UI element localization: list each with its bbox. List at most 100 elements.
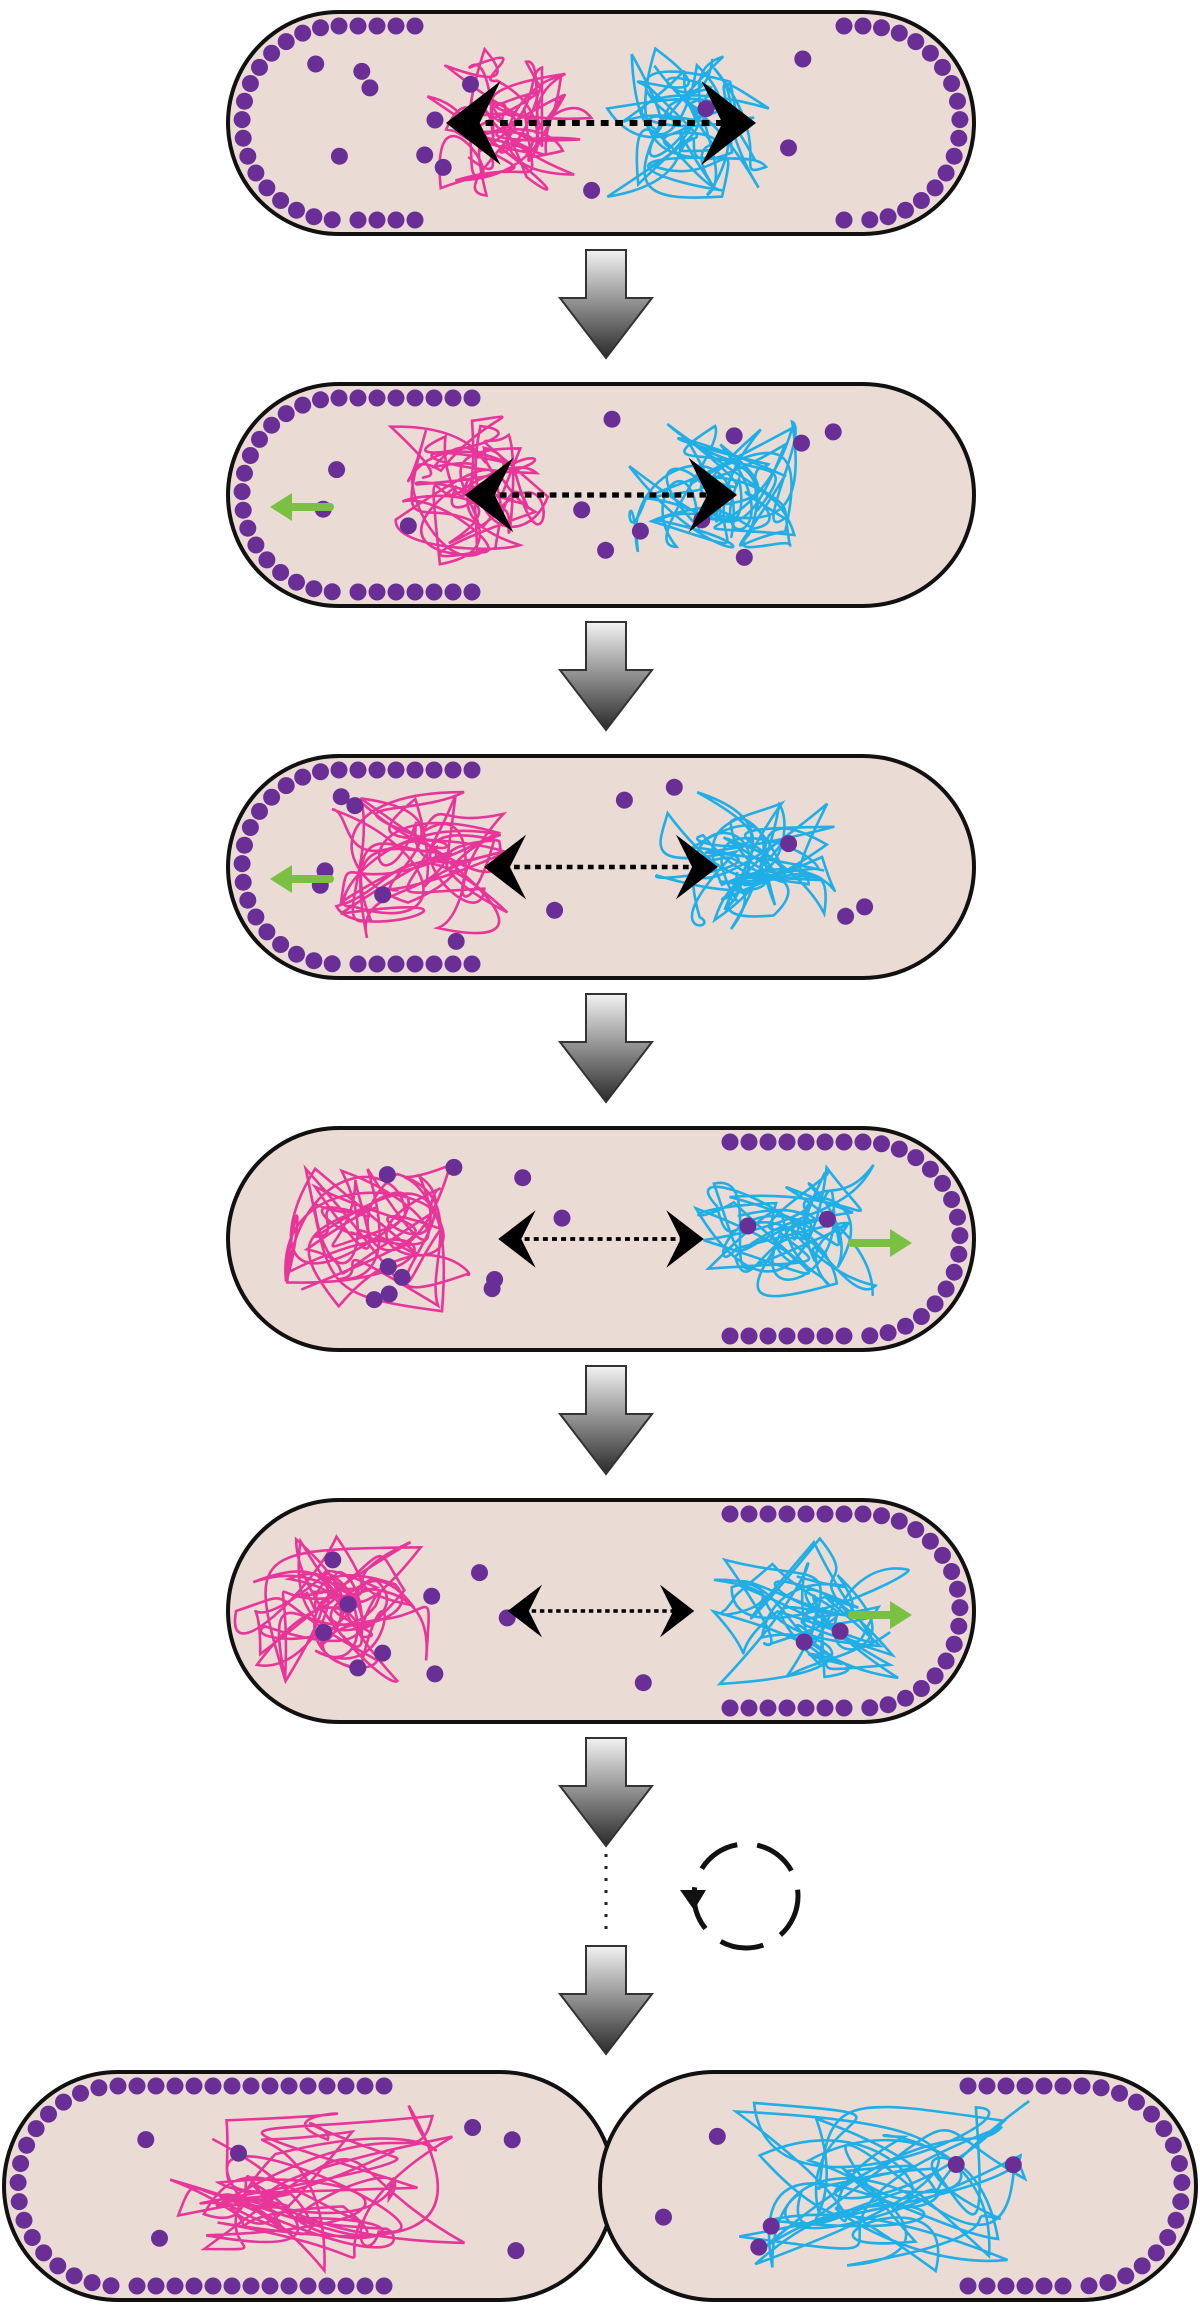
polar-protein-dot [921,1532,939,1550]
cytoplasm-protein-dot [1004,2156,1022,2174]
cell-stage-2 [226,382,976,608]
polar-protein-dot [1111,2084,1128,2102]
polar-protein-dot [926,1295,944,1313]
cytoplasm-protein-dot [426,111,444,129]
polar-protein-dot [406,583,424,601]
force-arrow-left-head [507,1584,543,1638]
polar-protein-dot [1133,2257,1151,2275]
force-arrow-right-head [688,457,737,533]
cytoplasm-protein-dot [634,1674,652,1692]
polar-protein-dot [406,761,424,779]
polar-protein-dot [258,179,276,197]
polar-protein-dot [1173,2174,1191,2191]
polar-protein-dot [263,416,281,434]
polar-protein-dot [1167,2211,1185,2229]
down-arrow-icon [557,1365,655,1476]
cytoplasm-protein-dot [423,1587,441,1605]
force-arrow-left-head [484,834,527,900]
cytoplasm-protein-dot [837,907,855,925]
polar-protein-dot [1035,2277,1053,2295]
cytoplasm-protein-dot [793,434,810,452]
cytoplasm-protein-dot [507,2242,525,2260]
cytoplasm-protein-dot [445,1158,463,1176]
polar-protein-dot [797,1327,815,1345]
down-arrow-icon [557,1945,655,2056]
polar-protein-dot [204,2077,222,2095]
polar-protein-dot [950,129,968,147]
polar-protein-dot [934,1174,951,1192]
chromosome-pink [331,790,511,939]
polar-protein-dot [978,2077,996,2095]
polar-protein-dot [1170,2155,1188,2172]
polar-protein-dot [375,2277,393,2295]
cytoplasm-protein-dot [947,2156,965,2173]
polar-protein-dot [236,836,253,854]
polar-protein-dot [239,147,257,165]
polar-protein-dot [323,211,341,229]
cycle-arrowhead [680,1890,706,1910]
polar-protein-dot [128,2077,146,2095]
polar-protein-dot [312,19,329,37]
polar-protein-dot [294,24,312,42]
cytoplasm-protein-dot [462,75,479,93]
cytoplasm-protein-dot [361,79,379,97]
polar-protein-dot [959,2277,977,2295]
polar-protein-dot [797,1133,815,1151]
polar-protein-dot [368,211,386,229]
polar-protein-dot [406,389,424,407]
polar-protein-dot [236,92,253,110]
polar-protein-dot [1143,2105,1160,2123]
polar-protein-dot [387,761,405,779]
cytoplasm-protein-dot [393,1268,411,1286]
cytoplasm-protein-dot [307,55,325,73]
cytoplasm-protein-dot [856,898,874,916]
force-arrow-left-head [498,1210,536,1268]
cytoplasm-protein-dot [583,181,601,199]
cytoplasm-protein-dot [379,1258,397,1276]
chromosome-blue [628,419,797,553]
polar-protein-dot [318,2277,336,2295]
polar-protein-dot [934,58,951,76]
septum-notch-bottom [584,2266,630,2302]
cell-stage-1 [226,10,976,236]
polar-protein-dot [1155,2120,1173,2138]
polar-protein-dot [921,1160,939,1178]
polar-protein-dot [997,2077,1015,2095]
cytoplasm-protein-dot [546,901,564,919]
polar-protein-dot [277,777,295,795]
daughter-cell-left [2,2070,616,2302]
cytoplasm-protein-dot [330,147,348,165]
cytoplasm-protein-dot [137,2131,155,2149]
polar-protein-dot [368,583,386,601]
polar-protein-dot [444,761,462,779]
force-arrow-left-head [446,81,501,165]
polar-protein-dot [778,1327,796,1345]
cytoplasm-protein-dot [697,100,715,118]
polar-protein-dot [234,129,252,147]
polar-protein-dot [854,1505,872,1523]
polar-protein-dot [873,1135,890,1153]
polar-protein-dot [247,536,265,554]
cytoplasm-protein-dot [603,410,621,428]
polar-protein-dot [759,1505,777,1523]
polar-protein-dot [305,208,323,226]
force-arrow-right-head [675,834,718,900]
polar-protein-dot [280,2077,298,2095]
polar-protein-dot [272,564,290,581]
polar-protein-dot [251,802,268,820]
polar-protein-dot [721,1699,739,1717]
polar-protein-dot [299,2277,317,2295]
cytoplasm-protein-dot [780,835,798,853]
cell-stage-4 [226,1126,976,1352]
cytoplasm-protein-dot [615,791,633,809]
polar-protein-dot [337,2277,355,2295]
polar-protein-dot [288,573,305,591]
polar-protein-dot [907,1149,925,1167]
polar-protein-dot [233,483,251,501]
polar-protein-dot [444,389,462,407]
polar-protein-dot [234,873,252,891]
polar-protein-dot [299,2077,317,2095]
polar-protein-dot [854,1133,872,1151]
polar-protein-dot [387,17,405,35]
